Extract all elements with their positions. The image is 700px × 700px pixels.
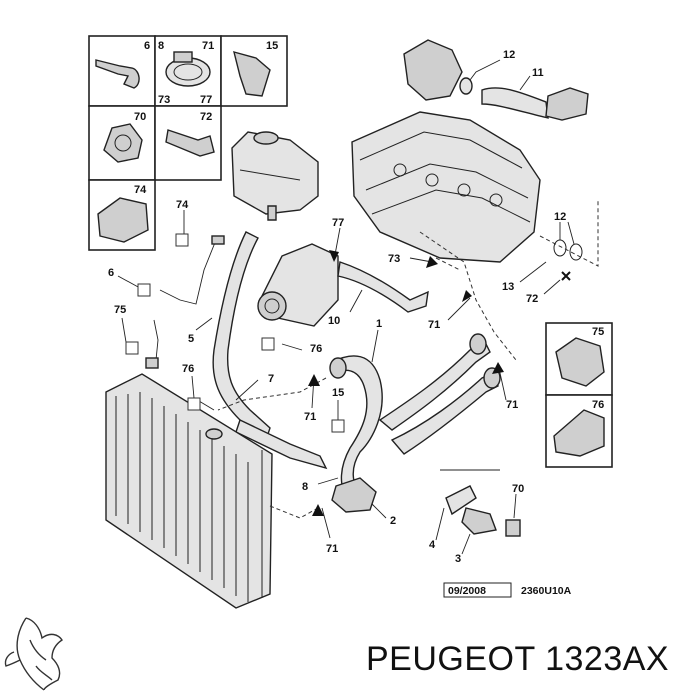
hose-fitting-icon	[555, 337, 605, 387]
label-12-right: 12	[554, 211, 566, 223]
label-74-inset: 74	[134, 184, 147, 196]
aux-pump-10	[257, 243, 339, 327]
brand-name: PEUGEOT	[366, 640, 536, 678]
hose-1-branch	[378, 338, 491, 431]
label-10: 10	[328, 315, 340, 327]
label-8: 8	[302, 481, 308, 493]
label-76-b: 76	[182, 363, 194, 375]
label-2: 2	[390, 515, 396, 527]
label-70-inset: 70	[134, 111, 146, 123]
radiator	[105, 373, 273, 609]
peugeot-lion-logo	[4, 617, 63, 691]
label-71-left: 71	[304, 411, 316, 423]
arrowheads	[308, 250, 504, 516]
reference-block: 09/2008 2360U10A	[443, 582, 572, 598]
reference-code: 2360U10A	[521, 585, 572, 597]
nut-icon	[103, 123, 143, 163]
label-74: 74	[176, 199, 189, 211]
inset-right	[545, 322, 613, 468]
fastener-70	[505, 519, 521, 537]
label-73-inset: 73	[158, 94, 170, 106]
label-71-bottom: 71	[326, 543, 338, 555]
label-73: 73	[388, 253, 400, 265]
part-labels: 6 8 71 15 73 77 70 72 74 12 11 74 77 12 …	[108, 40, 604, 565]
connector-icon	[97, 197, 149, 243]
label-13: 13	[502, 281, 514, 293]
coolant-outlet	[545, 87, 589, 121]
label-12-top: 12	[503, 49, 515, 61]
label-77-inset: 77	[200, 94, 212, 106]
label-72: 72	[526, 293, 538, 305]
label-1: 1	[376, 318, 382, 330]
label-75-inset: 75	[592, 326, 604, 338]
label-75: 75	[114, 304, 126, 316]
label-15: 15	[332, 387, 344, 399]
expansion-tank	[231, 131, 319, 221]
label-77: 77	[332, 217, 344, 229]
label-76-inset: 76	[592, 399, 604, 411]
brand-part-number: PEUGEOT 1323AX	[366, 640, 669, 679]
inset-grid	[88, 35, 288, 251]
label-11: 11	[532, 67, 544, 79]
bracket-4	[445, 485, 477, 516]
bracket-icon	[233, 51, 271, 97]
label-6-inset: 6	[144, 40, 150, 52]
label-76-a: 76	[310, 343, 322, 355]
sensor-housing-icon	[553, 409, 605, 457]
label-3: 3	[455, 553, 461, 565]
label-71-inset: 71	[202, 40, 214, 52]
label-70: 70	[512, 483, 524, 495]
ref-squares	[125, 233, 571, 433]
reference-date: 09/2008	[448, 585, 486, 597]
hose-73	[337, 261, 429, 313]
label-71-right: 71	[506, 399, 518, 411]
part-number: 1323AX	[545, 640, 670, 678]
label-7: 7	[268, 373, 274, 385]
o-ring-12-top	[459, 77, 473, 95]
water-outlet-2	[331, 477, 377, 513]
engine-cylinder-head	[351, 111, 541, 263]
label-72-inset: 72	[200, 111, 212, 123]
label-71-mid: 71	[428, 319, 440, 331]
o-ring-12-a	[553, 239, 567, 257]
bolt-icon	[165, 129, 215, 157]
thermostat-housing	[403, 39, 463, 101]
hose-1-branch-b	[390, 370, 499, 455]
label-4: 4	[429, 539, 436, 551]
hose-11	[481, 87, 549, 119]
hose-7	[212, 231, 271, 442]
label-5: 5	[188, 333, 194, 345]
label-8-inset: 8	[158, 40, 164, 52]
sensor-3	[461, 507, 497, 535]
label-15-inset: 15	[266, 40, 278, 52]
label-6: 6	[108, 267, 114, 279]
o-ring-12-b	[569, 243, 583, 261]
clamp-icon	[95, 59, 140, 89]
